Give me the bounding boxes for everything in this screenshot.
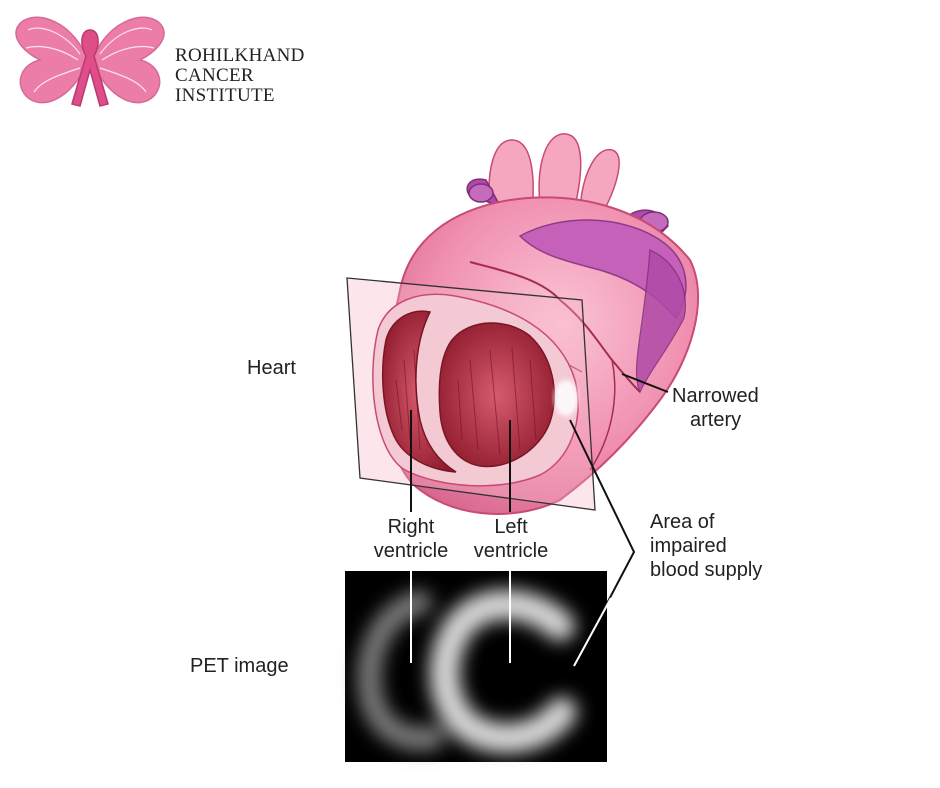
brand-line-1: ROHILKHAND — [175, 45, 305, 66]
right-ventricle-line-1: Right — [387, 516, 435, 538]
leader-narrowed-artery — [621, 373, 669, 393]
left-ventricle-line-1: Left — [494, 516, 528, 538]
left-ventricle-label: Left ventricle — [466, 515, 556, 563]
butterfly-ribbon-icon — [15, 16, 165, 107]
narrowed-artery-line-1: Narrowed — [672, 385, 759, 407]
left-ventricle-line-2: ventricle — [473, 540, 549, 562]
pet-image-label: PET image — [190, 655, 289, 677]
institute-name: ROHILKHAND CANCER INSTITUTE — [175, 46, 305, 106]
heart-label: Heart — [247, 357, 296, 379]
impaired-wall-area — [554, 380, 578, 416]
right-ventricle-cavity — [382, 310, 457, 473]
right-ventricle-label: Right ventricle — [366, 515, 456, 563]
right-ventricle-line-2: ventricle — [373, 540, 449, 562]
brand-line-2: CANCER — [175, 65, 254, 86]
pet-image — [345, 571, 607, 762]
impaired-area-label: Area of impaired blood supply — [650, 510, 762, 582]
impaired-area-line-2: impaired — [650, 535, 727, 557]
brand-line-3: INSTITUTE — [175, 85, 275, 106]
left-ventricle-cavity — [438, 322, 555, 468]
narrowed-artery-line-2: artery — [690, 409, 742, 431]
narrowed-artery-label: Narrowed artery — [672, 384, 759, 432]
impaired-area-line-1: Area of — [650, 511, 715, 533]
impaired-area-line-3: blood supply — [650, 559, 763, 581]
institute-logo: ROHILKHAND CANCER INSTITUTE — [10, 8, 330, 120]
